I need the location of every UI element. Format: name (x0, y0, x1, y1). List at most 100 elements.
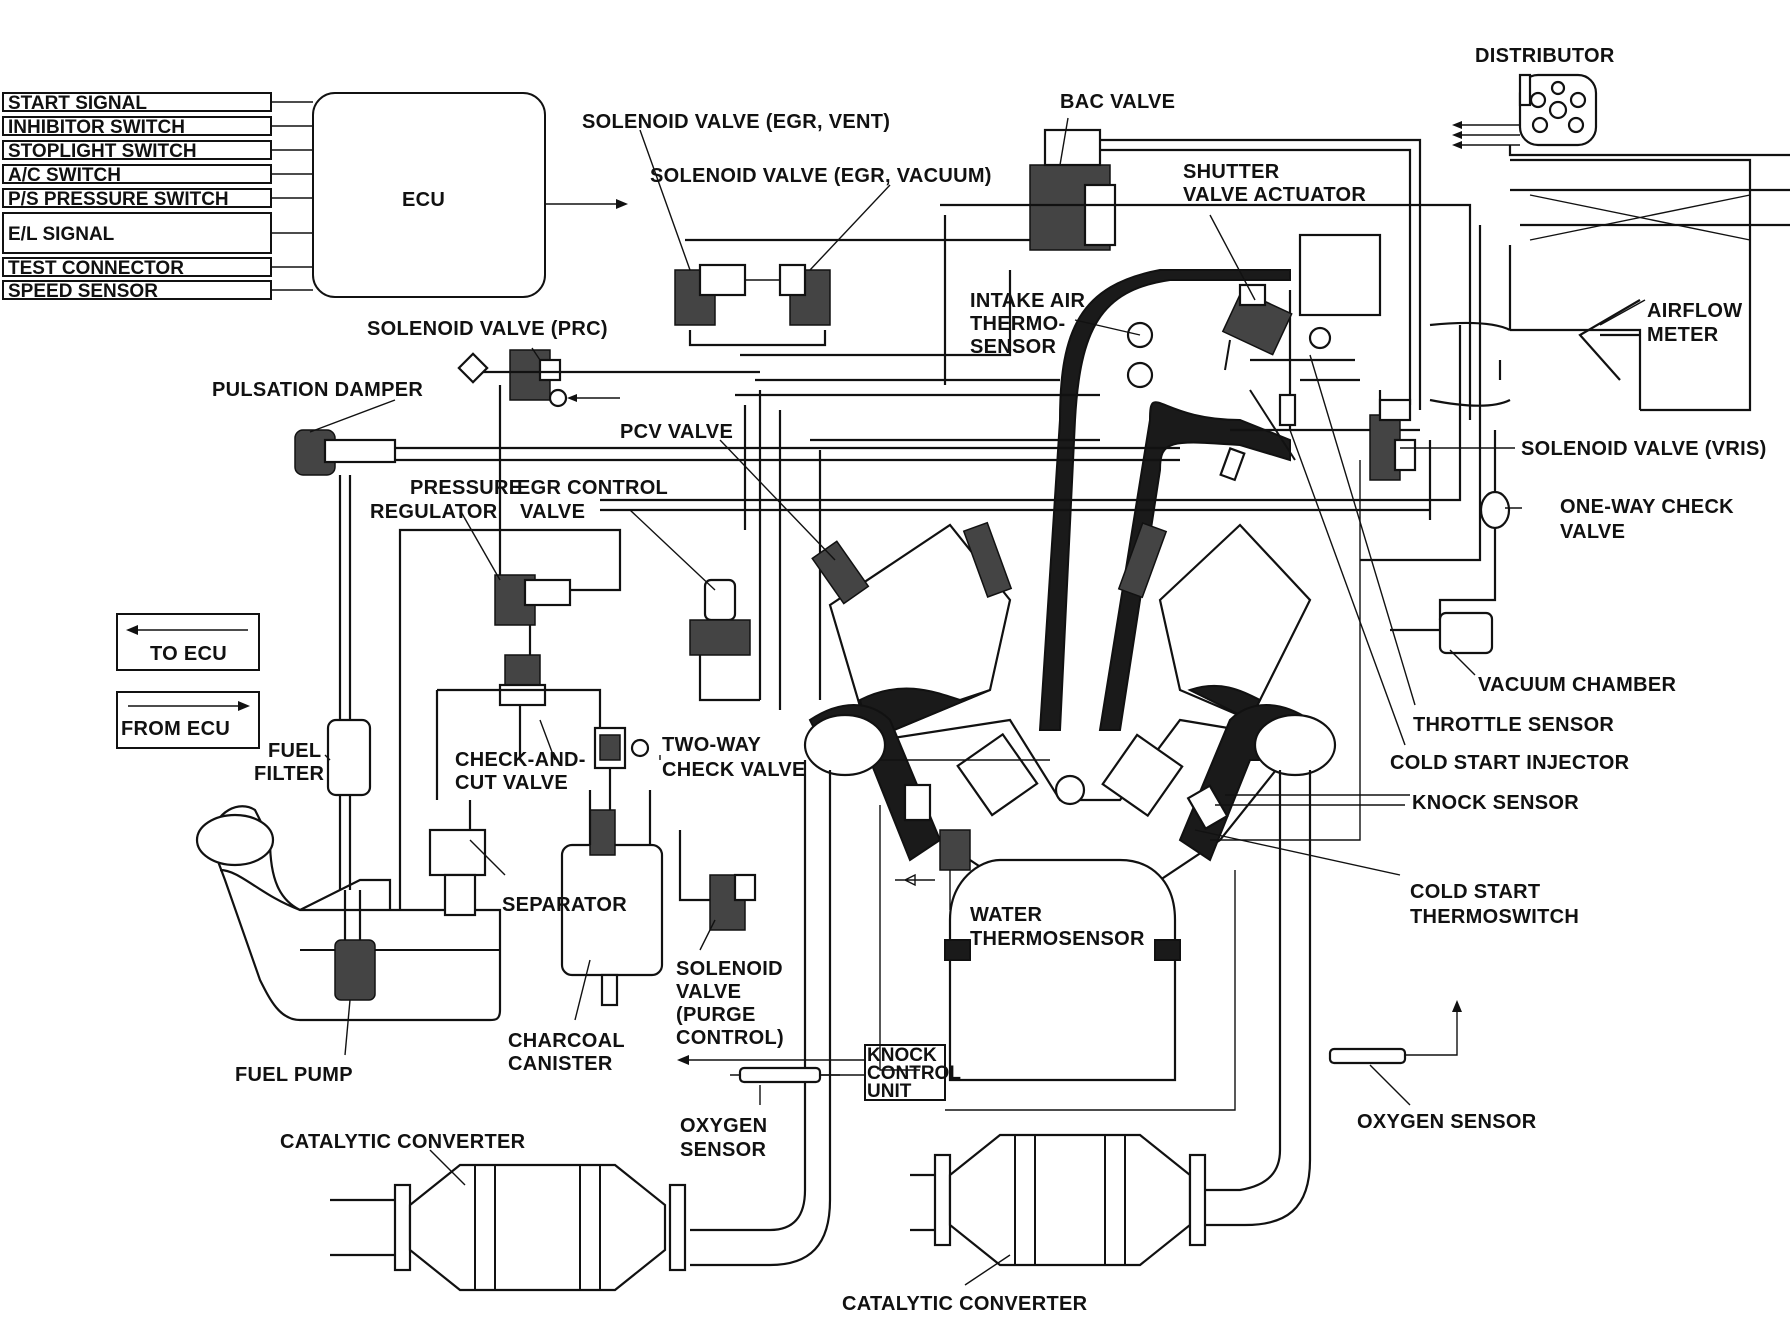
label-separator: SEPARATOR (502, 894, 627, 916)
exhaust-right (910, 770, 1312, 1267)
solenoid-valve-egr-pair (674, 203, 1472, 420)
legend-to-ecu-box (116, 613, 260, 671)
fuel-filter (326, 718, 372, 797)
separator (428, 800, 487, 917)
egr-control-valve (689, 578, 760, 702)
exhaust-left (330, 760, 832, 1292)
label-fuel-filter-2: FILTER (254, 763, 325, 785)
exhaust-port-right (1253, 713, 1337, 777)
label-solenoid-egr-vent: SOLENOID VALVE (EGR, VENT) (582, 111, 890, 133)
label-one-way-1: ONE-WAY CHECK (1560, 496, 1734, 518)
label-cold-thermo-1: COLD START (1410, 881, 1540, 903)
two-way-check-valve (593, 726, 650, 820)
label-charcoal-2: CANISTER (508, 1053, 613, 1075)
label-knock-sensor: KNOCK SENSOR (1412, 792, 1579, 814)
solenoid-valve-purge-control (678, 830, 757, 931)
label-oxygen-left-2: SENSOR (680, 1139, 767, 1161)
label-solenoid-purge-4: CONTROL) (676, 1027, 784, 1049)
label-two-way-2: CHECK VALVE (662, 759, 806, 781)
component-labels: DISTRIBUTOR BAC VALVE SOLENOID VALVE (EG… (212, 45, 1767, 1315)
pressure-regulator (398, 528, 622, 1000)
label-pulsation-damper: PULSATION DAMPER (212, 379, 423, 401)
label-one-way-2: VALVE (1560, 521, 1625, 543)
label-solenoid-egr-vacuum: SOLENOID VALVE (EGR, VACUUM) (650, 165, 992, 187)
oxygen-sensor-right (1328, 1000, 1462, 1065)
label-charcoal-1: CHARCOAL (508, 1030, 625, 1052)
label-catalytic-bottom: CATALYTIC CONVERTER (842, 1293, 1088, 1315)
ecu-input-panel: START SIGNAL INHIBITOR SWITCH STOPLIGHT … (2, 92, 628, 302)
label-pressure-reg-1: PRESSURE (410, 477, 522, 499)
label-check-cut-2: CUT VALVE (455, 772, 568, 794)
legend-to-ecu-label: TO ECU (150, 643, 227, 665)
bac-valve (1029, 128, 1422, 410)
fuel-pump (334, 890, 376, 1001)
legend: TO ECU FROM ECU (116, 613, 260, 749)
input-label-start-signal: START SIGNAL (8, 93, 147, 114)
legend-from-ecu-box (116, 691, 260, 749)
input-label-test-connector: TEST CONNECTOR (8, 258, 184, 279)
label-shutter-1: SHUTTER (1183, 161, 1280, 183)
label-airflow-1: AIRFLOW (1647, 300, 1742, 322)
label-cold-start-injector: COLD START INJECTOR (1390, 752, 1630, 774)
catalytic-converter-right (948, 1133, 1192, 1267)
label-egr-control-2: VALVE (520, 501, 585, 523)
input-label-inhibitor-switch: INHIBITOR SWITCH (8, 117, 185, 138)
label-bac-valve: BAC VALVE (1060, 91, 1175, 113)
solenoid-valve-vris (1369, 398, 1417, 481)
catalytic-converter-left (408, 1163, 667, 1292)
label-intake-air-1: INTAKE AIR (970, 290, 1085, 312)
solenoid-valve-prc (457, 349, 760, 575)
oxygen-sensor-left (738, 1066, 840, 1084)
label-catalytic-left: CATALYTIC CONVERTER (280, 1131, 526, 1153)
label-fuel-filter-1: FUEL (268, 740, 321, 762)
engine-block (803, 460, 1410, 1082)
label-knock-unit-1: KNOCK (867, 1045, 937, 1066)
intake-plenum (1038, 233, 1420, 731)
exhaust-port-left (803, 713, 887, 777)
input-label-ps-pressure-switch: P/S PRESSURE SWITCH (8, 189, 229, 210)
label-throttle-sensor: THROTTLE SENSOR (1413, 714, 1614, 736)
label-cold-thermo-2: THERMOSWITCH (1410, 906, 1579, 928)
label-two-way-1: TWO-WAY (662, 734, 761, 756)
label-check-cut-1: CHECK-AND- (455, 749, 586, 771)
air-intake-assembly (1429, 73, 1790, 412)
label-shutter-2: VALVE ACTUATOR (1183, 184, 1366, 206)
label-pcv-valve: PCV VALVE (620, 421, 733, 443)
label-oxygen-right: OXYGEN SENSOR (1357, 1111, 1537, 1133)
input-label-speed-sensor: SPEED SENSOR (8, 281, 158, 302)
fuel-injector-left (962, 521, 1013, 598)
label-water-thermo-2: THERMOSENSOR (970, 928, 1145, 950)
legend-from-ecu-label: FROM ECU (121, 718, 230, 740)
label-vacuum-chamber: VACUUM CHAMBER (1478, 674, 1677, 696)
fuel-injector-right (1117, 522, 1168, 599)
vacuum-chamber (1390, 611, 1494, 655)
label-oxygen-left-1: OXYGEN (680, 1115, 767, 1137)
label-solenoid-purge-3: (PURGE (676, 1004, 756, 1026)
leader-lines (309, 117, 1646, 1286)
label-water-thermo-1: WATER (970, 904, 1042, 926)
label-solenoid-prc: SOLENOID VALVE (PRC) (367, 318, 608, 340)
cold-start-injector (1249, 389, 1296, 461)
input-label-el-signal: E/L SIGNAL (8, 224, 115, 245)
knock-sensor-left (903, 783, 932, 822)
label-knock-unit-3: UNIT (867, 1081, 912, 1102)
input-label-stoplight-switch: STOPLIGHT SWITCH (8, 141, 197, 162)
vacuum-lines (600, 225, 1502, 710)
water-thermosensor (939, 829, 971, 871)
one-way-check-valve (1438, 430, 1511, 620)
label-solenoid-vris: SOLENOID VALVE (VRIS) (1521, 438, 1767, 460)
fuel-tank (195, 805, 502, 1022)
check-and-cut-valve (435, 654, 602, 800)
label-solenoid-purge-1: SOLENOID (676, 958, 783, 980)
pulsation-damper (294, 429, 1180, 890)
oil-pan (948, 858, 1177, 1082)
label-fuel-pump: FUEL PUMP (235, 1064, 353, 1086)
ecu-box (312, 92, 546, 298)
throttle-body (1298, 233, 1382, 317)
label-knock-unit-2: CONTROL (867, 1063, 961, 1084)
label-intake-air-3: SENSOR (970, 336, 1057, 358)
shutter-valve-actuator (1221, 283, 1293, 371)
label-solenoid-purge-2: VALVE (676, 981, 741, 1003)
knock-sensor-right (1186, 784, 1229, 831)
